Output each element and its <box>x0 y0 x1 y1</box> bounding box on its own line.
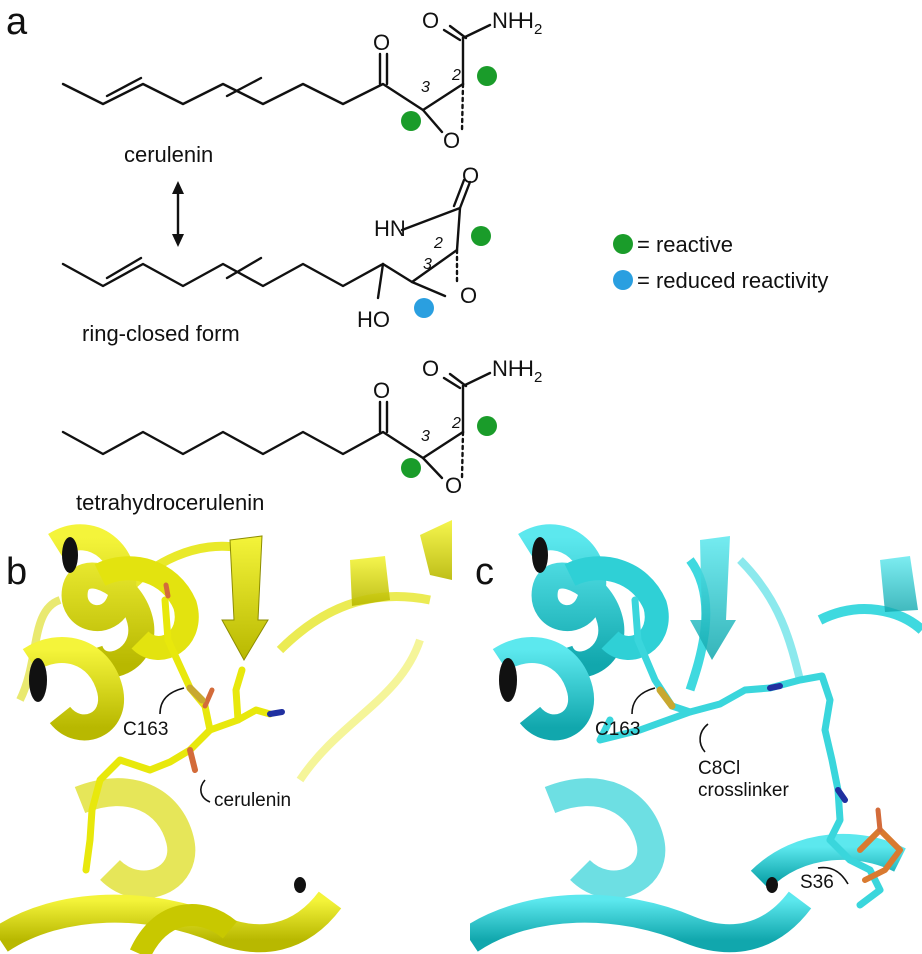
tetrahydrocerulenin-structure: O O NH H 2 O 3 2 <box>61 356 542 498</box>
amide-nh: NH <box>492 356 524 381</box>
ring-closed-label: ring-closed form <box>82 321 240 346</box>
c163-pointer <box>631 687 656 715</box>
reactive-dot <box>401 458 421 478</box>
amide-oxygen: O <box>422 356 439 381</box>
panel-c-s36-label: S36 <box>800 872 834 893</box>
tetrahydrocerulenin-label: tetrahydrocerulenin <box>76 490 264 515</box>
panel-c-structure <box>470 524 922 953</box>
panel-c-crosslinker-label-1: C8Cl <box>698 758 740 779</box>
panel-a-letter: a <box>6 1 28 43</box>
equilibrium-arrow <box>172 181 184 247</box>
carbon-2-label: 2 <box>433 235 443 252</box>
legend-reactive-dot <box>613 234 633 254</box>
panel-b-cerulenin-label: cerulenin <box>214 790 291 811</box>
panel-b-structure <box>0 520 452 954</box>
helix-end <box>62 537 78 573</box>
reactive-dot <box>477 66 497 86</box>
c163-pointer <box>159 687 185 715</box>
amide-nh: NH <box>492 8 524 33</box>
ring-closed-structure: O HN HO O 2 3 <box>61 163 491 332</box>
amide-h: H <box>518 356 534 381</box>
amide-oxygen: O <box>422 8 439 33</box>
reactive-dot <box>471 226 491 246</box>
reactive-dot <box>477 416 497 436</box>
panel-b-c163-label: C163 <box>123 719 168 740</box>
reduced-reactivity-dot <box>414 298 434 318</box>
cerulenin-pointer <box>200 779 211 803</box>
lactam-oxygen: O <box>462 163 479 188</box>
panel-c-c163-label: C163 <box>595 719 640 740</box>
ketone-oxygen: O <box>373 378 390 403</box>
ring-hn: HN <box>374 216 406 241</box>
legend: = reactive = reduced reactivity <box>613 232 828 293</box>
epoxide-oxygen: O <box>443 128 460 153</box>
panel-c-letter: c <box>475 551 494 593</box>
amide-subscript: 2 <box>534 369 542 386</box>
amide-h: H <box>518 8 534 33</box>
reactive-dot <box>401 111 421 131</box>
epoxide-oxygen: O <box>445 473 462 498</box>
s36-pointer <box>817 866 849 885</box>
legend-reactive-label: = reactive <box>637 232 733 257</box>
legend-reduced-label: = reduced reactivity <box>637 268 828 293</box>
cerulenin-label: cerulenin <box>124 142 213 167</box>
carbon-3-label: 3 <box>421 79 430 96</box>
carbon-3-label: 3 <box>421 428 430 445</box>
cerulenin-structure: O O NH H 2 O 3 2 <box>61 8 542 153</box>
amide-subscript: 2 <box>534 21 542 38</box>
carbon-2-label: 2 <box>451 415 461 432</box>
hydroxyl-ho: HO <box>357 307 390 332</box>
ketone-oxygen: O <box>373 30 390 55</box>
crosslinker-pointer <box>699 723 709 753</box>
carbon-3-label: 3 <box>423 256 432 273</box>
legend-reduced-dot <box>613 270 633 290</box>
epoxide-oxygen: O <box>460 283 477 308</box>
panel-c-crosslinker-label-2: crosslinker <box>698 780 789 801</box>
panel-b-letter: b <box>6 551 27 593</box>
carbon-2-label: 2 <box>451 67 461 84</box>
